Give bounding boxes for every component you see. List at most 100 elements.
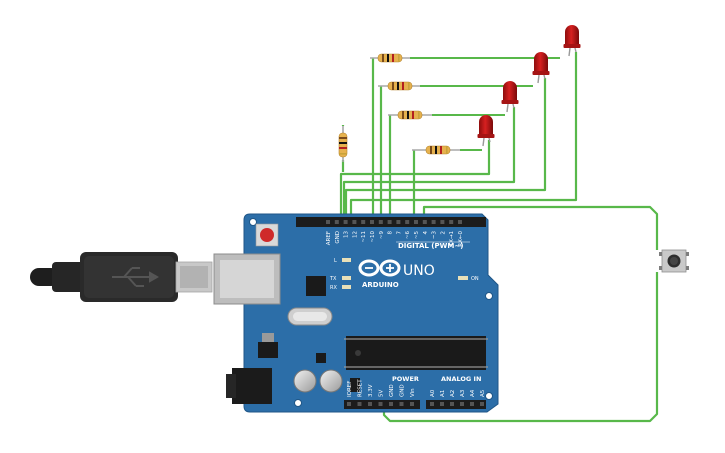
header-pin-hole[interactable] (458, 220, 462, 224)
mount-hole (249, 218, 257, 226)
wire-led1[interactable] (349, 52, 578, 226)
digital-header-label: DIGITAL (PWM~) (398, 242, 463, 250)
led-label-rx: RX (330, 285, 337, 291)
mount-hole (485, 292, 493, 300)
pin-label: ~5 (414, 231, 420, 240)
wire-led3[interactable] (342, 107, 516, 226)
led-2[interactable] (532, 52, 550, 84)
icsp-header (350, 378, 360, 392)
on-led (458, 276, 468, 280)
power-pin-labels: IOREF RESET 3.3V 5V GND GND Vin (347, 379, 416, 397)
pin-label: RX←0 (458, 231, 464, 247)
pin-label: ~11 (361, 231, 367, 243)
usb-chip (306, 276, 326, 296)
led-label-tx: TX (329, 276, 337, 282)
resistor-1[interactable] (370, 53, 560, 63)
pin-label: ~3 (432, 231, 438, 240)
resistor-4[interactable] (412, 145, 482, 155)
analog-header-label: ANALOG IN (441, 375, 481, 383)
header-pin-hole[interactable] (378, 402, 383, 406)
header-pin-hole[interactable] (378, 220, 383, 224)
led-1[interactable] (563, 25, 581, 57)
header-pin-hole[interactable] (368, 402, 372, 406)
pin-label: 12 (352, 231, 358, 238)
pin-label: 13 (344, 231, 350, 238)
header-pin-hole[interactable] (361, 220, 366, 224)
header-pin-hole[interactable] (399, 402, 404, 406)
header-pin-hole[interactable] (449, 220, 454, 224)
header-pin-hole[interactable] (440, 220, 445, 224)
pin-label: 2 (440, 231, 446, 235)
analog-header (426, 400, 486, 409)
power-header-label: POWER (392, 375, 419, 383)
header-pin-hole[interactable] (480, 402, 484, 406)
leds (477, 25, 581, 147)
header-pin-hole[interactable] (343, 220, 348, 224)
pin-label: A5 (480, 389, 486, 397)
on-label: ON (471, 276, 479, 282)
header-pin-hole[interactable] (440, 402, 444, 406)
pin-label: 3.3V (368, 384, 374, 397)
header-pin-hole[interactable] (410, 402, 414, 406)
mount-hole (485, 392, 493, 400)
header-pin-hole[interactable] (326, 220, 330, 224)
header-pin-hole[interactable] (470, 402, 474, 406)
header-pin-hole[interactable] (370, 220, 374, 224)
led-3[interactable] (501, 81, 519, 113)
wire-button-top[interactable] (422, 205, 659, 250)
usb-cable[interactable] (30, 252, 213, 302)
header-pin-hole[interactable] (357, 402, 362, 406)
header-pin-hole[interactable] (430, 402, 434, 406)
header-pin-hole[interactable] (405, 220, 410, 224)
pin-label: A0 (430, 389, 436, 397)
reset-button[interactable] (255, 223, 279, 247)
led-label-l: L (334, 258, 337, 264)
voltage-regulator (258, 342, 278, 358)
resistor-3[interactable] (388, 110, 505, 120)
pin-label: 5V (379, 390, 385, 397)
pin-label: Vin (410, 388, 416, 397)
capacitor (293, 369, 317, 393)
header-pin-hole[interactable] (352, 220, 357, 224)
pin-label: TX→1 (449, 231, 455, 247)
pin-label: 8 (388, 231, 394, 235)
board-brand: ARDUINO (362, 281, 399, 289)
header-pin-hole[interactable] (460, 402, 464, 406)
header-pin-hole[interactable] (450, 402, 454, 406)
capacitor (319, 369, 343, 393)
header-pin-hole[interactable] (431, 220, 436, 224)
atmega-chip (344, 336, 488, 370)
pin-label: 7 (396, 231, 402, 235)
pin-label: ~10 (370, 231, 376, 243)
resistor-5[interactable] (338, 126, 348, 162)
pin-label: GND (335, 231, 341, 244)
header-pin-hole[interactable] (389, 402, 393, 406)
top-pin-holes (326, 220, 462, 224)
pin-label: GND (400, 384, 406, 397)
analog-pin-holes (430, 402, 484, 406)
pin-label: GND (389, 384, 395, 397)
pin-label: 4 (423, 231, 429, 235)
pin-label: IOREF (347, 381, 353, 397)
board-model: UNO (403, 263, 435, 279)
wire-led2[interactable] (344, 78, 547, 226)
pushbutton[interactable] (659, 249, 689, 273)
pin-label: A3 (460, 389, 466, 397)
power-pin-holes (347, 402, 414, 406)
header-pin-hole[interactable] (387, 220, 392, 224)
header-pin-hole[interactable] (422, 220, 427, 224)
header-pin-hole[interactable] (396, 220, 401, 224)
header-pin-hole[interactable] (414, 220, 418, 224)
led-4[interactable] (477, 115, 495, 147)
small-chip (316, 353, 326, 363)
mount-hole (294, 399, 302, 407)
header-pin-hole[interactable] (347, 402, 351, 406)
header-pin-hole[interactable] (334, 220, 339, 224)
pin-label: ~6 (405, 231, 411, 240)
usb-icon (112, 267, 160, 287)
pin-label: RESET (358, 379, 364, 397)
